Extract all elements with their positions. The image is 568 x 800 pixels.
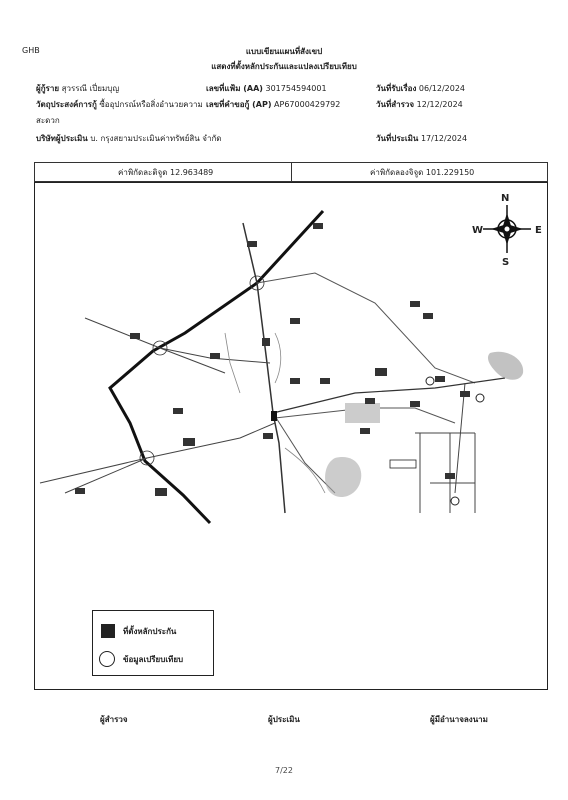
longitude: ค่าพิกัดลองจิจูด 101.229150 [370, 166, 474, 179]
page-subtitle: แสดงที่ตั้งหลักประกันและแปลงเปรียบเทียบ [211, 62, 357, 71]
compass-e: E [535, 225, 542, 236]
purpose-value: ซื้ออุปกรณ์หรือสิ่งอำนวยความ [99, 100, 203, 109]
road-south-east [274, 407, 456, 424]
sketch-map [39, 205, 531, 525]
comparable-swatch [99, 651, 115, 667]
longitude-value: 101.229150 [425, 168, 475, 177]
longitude-label: ค่าพิกัดลองจิจูด [370, 168, 424, 177]
compass-w: W [472, 225, 484, 236]
page-number: 7/22 [275, 766, 293, 775]
compass-s: S [502, 257, 510, 268]
survey-value: 12/12/2024 [416, 100, 463, 109]
borrower-label: ผู้กู้ราย [36, 84, 60, 93]
borrower-value: สุวรรณี เปี่ยมบุญ [61, 84, 120, 93]
comparable-marker [425, 376, 435, 386]
zone-shaded [345, 403, 380, 423]
request-no-value: AP67000429792 [274, 100, 341, 109]
purpose-label: วัตถุประสงค์การกู้ [36, 100, 97, 109]
appraiser-label: บริษัทผู้ประเมิน [36, 134, 88, 143]
comparable-marker [475, 393, 485, 403]
main-highway [108, 209, 325, 525]
survey-label: วันที่สำรวจ [376, 100, 415, 109]
map-legend: ที่ตั้งหลักประกัน ข้อมูลเปรียบเทียบ [92, 610, 214, 676]
road-south [272, 412, 336, 494]
coordinate-bar [34, 162, 548, 182]
surveyor-signature: ผู้สำรวจ [100, 715, 128, 724]
pond-2 [487, 351, 524, 380]
appraisal-value: 17/12/2024 [420, 134, 468, 143]
collateral-swatch [101, 624, 115, 638]
purpose-continued: สะดวก [36, 116, 60, 125]
legend-collateral: ที่ตั้งหลักประกัน [123, 627, 177, 636]
landmark-icons [75, 223, 470, 496]
received-label: วันที่รับเรื่อง [376, 84, 417, 93]
road-east [272, 377, 506, 414]
comparable-marker [450, 496, 460, 506]
compass [483, 205, 531, 253]
borrower-row: ผู้กู้ราย สุวรรณี เปี่ยมบุญ [36, 84, 119, 94]
file-no-row: เลขที่แฟ้ม (AA) 301754594001 [206, 84, 327, 94]
junction-circle [139, 450, 155, 466]
road-north-east [256, 272, 476, 384]
road-sw-branch [64, 457, 148, 494]
stream [284, 447, 326, 494]
junction-circle [152, 340, 168, 356]
request-no-row: เลขที่คำขอกู้ (AP) AP67000429792 [206, 100, 340, 110]
purpose-row: วัตถุประสงค์การกู้ ซื้ออุปกรณ์หรือสิ่งอำ… [36, 100, 203, 110]
label-box [389, 459, 417, 469]
org-code: GHB [22, 46, 40, 55]
road-southwest [39, 422, 276, 484]
latitude-value: 12.963489 [169, 168, 214, 177]
local-lanes [224, 332, 282, 394]
survey-row: วันที่สำรวจ 12/12/2024 [376, 100, 463, 110]
file-no-value: 301754594001 [265, 84, 327, 93]
legend-comparable: ข้อมูลเปรียบเทียบ [123, 655, 184, 664]
appraiser-value: บ. กรุงสยามประเมินค่าทรัพย์สิน จำกัด [90, 134, 222, 143]
appraiser-signature: ผู้ประเมิน [268, 715, 300, 724]
page-title: แบบเขียนแผนที่สังเขป [245, 47, 323, 56]
pond-1 [325, 457, 362, 498]
file-no-label: เลขที่แฟ้ม (AA) [206, 84, 263, 93]
appraisal-label: วันที่ประเมิน [376, 134, 419, 143]
request-no-label: เลขที่คำขอกู้ (AP) [206, 100, 272, 109]
latitude-label: ค่าพิกัดละติจูด [118, 168, 168, 177]
collateral-marker [271, 411, 277, 421]
road-west [84, 317, 226, 374]
compass-n: N [501, 193, 510, 204]
appraiser-row: บริษัทผู้ประเมิน บ. กรุงสยามประเมินค่าทร… [36, 134, 222, 144]
latitude: ค่าพิกัดละติจูด 12.963489 [118, 166, 213, 179]
road-east-branch [454, 382, 466, 494]
road-north-south [242, 222, 286, 514]
approver-signature: ผู้มีอำนาจลงนาม [430, 715, 488, 724]
received-row: วันที่รับเรื่อง 06/12/2024 [376, 84, 465, 94]
appraisal-row: วันที่ประเมิน 17/12/2024 [376, 134, 467, 144]
received-value: 06/12/2024 [418, 84, 466, 93]
junction-circle [249, 275, 265, 291]
map-frame: N S E W [34, 182, 548, 690]
